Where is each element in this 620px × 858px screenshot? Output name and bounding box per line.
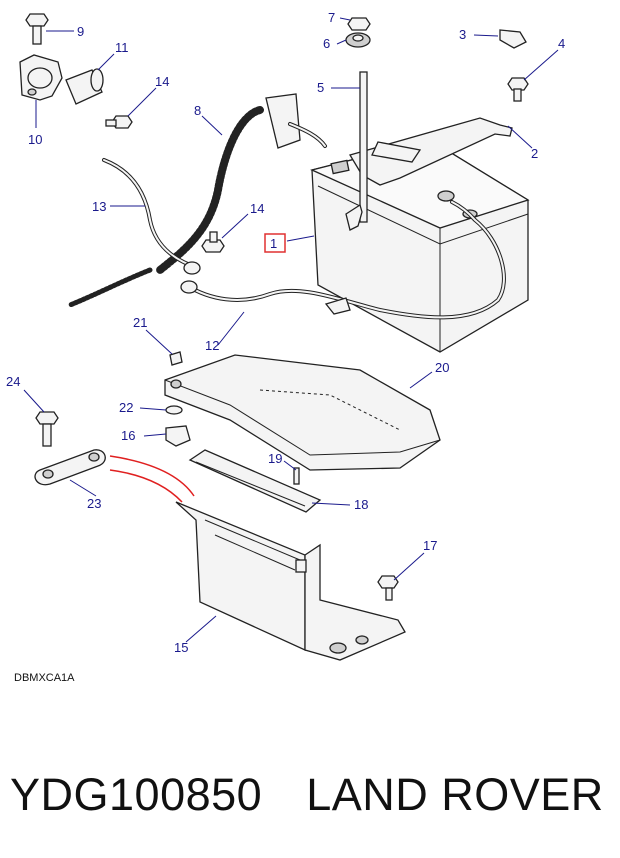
exploded-parts-diagram: 1 2 3 4 5 6 7 8 9 10 11 12 13 14 14 15 1…: [6, 10, 565, 661]
callout-10: 10: [28, 132, 42, 147]
callout-4: 4: [558, 36, 565, 51]
footer-caption: YDG100850 LAND ROVER: [10, 760, 610, 830]
callout-19: 19: [268, 451, 282, 466]
callout-labels: 1 2 3 4 5 6 7 8 9 10 11 12 13 14 14 15 1…: [6, 10, 565, 655]
leader-lines: [23, 17, 559, 643]
callout-5: 5: [317, 80, 324, 95]
part-number: YDG100850: [10, 769, 263, 820]
battery-cover-drawing: [164, 354, 441, 471]
callout-15: 15: [174, 640, 188, 655]
callout-23: 23: [87, 496, 101, 511]
bracket-parts-drawing: [19, 13, 104, 105]
cable-8-drawing: [156, 93, 327, 274]
callout-1: 1: [270, 236, 277, 251]
callout-18: 18: [354, 497, 368, 512]
callout-3: 3: [459, 27, 466, 42]
callout-2: 2: [531, 146, 538, 161]
screw-17-drawing: [377, 575, 399, 601]
callout-6: 6: [323, 36, 330, 51]
callout-1-highlight: [264, 233, 286, 253]
clamp-and-rod-drawing: [345, 17, 513, 231]
callout-7: 7: [328, 10, 335, 25]
callout-12: 12: [205, 338, 219, 353]
cable-12-drawing: [180, 200, 506, 320]
red-arrows: [109, 455, 195, 503]
callout-11: 11: [115, 40, 129, 55]
brand-name: LAND ROVER: [306, 769, 604, 820]
callout-9: 9: [77, 24, 84, 39]
callout-16: 16: [121, 428, 135, 443]
callout-22: 22: [119, 400, 133, 415]
callout-17: 17: [423, 538, 437, 553]
callout-21: 21: [133, 315, 147, 330]
callout-14-upper: 14: [155, 74, 169, 89]
tray-frame-drawing: [188, 449, 322, 513]
small-fixings-drawing: [165, 351, 300, 485]
battery-tray-drawing: [175, 501, 406, 661]
callout-20: 20: [435, 360, 449, 375]
clip-and-bolt-drawing: [499, 29, 529, 102]
callout-14-lower: 14: [250, 201, 264, 216]
callout-24: 24: [6, 374, 20, 389]
cable-13-drawing: [67, 158, 200, 308]
callout-13: 13: [92, 199, 106, 214]
strap-parts-drawing: [34, 411, 106, 486]
diagram-code: DBMXCA1A: [14, 672, 75, 684]
callout-8: 8: [194, 103, 201, 118]
screws-drawing: [105, 115, 225, 253]
